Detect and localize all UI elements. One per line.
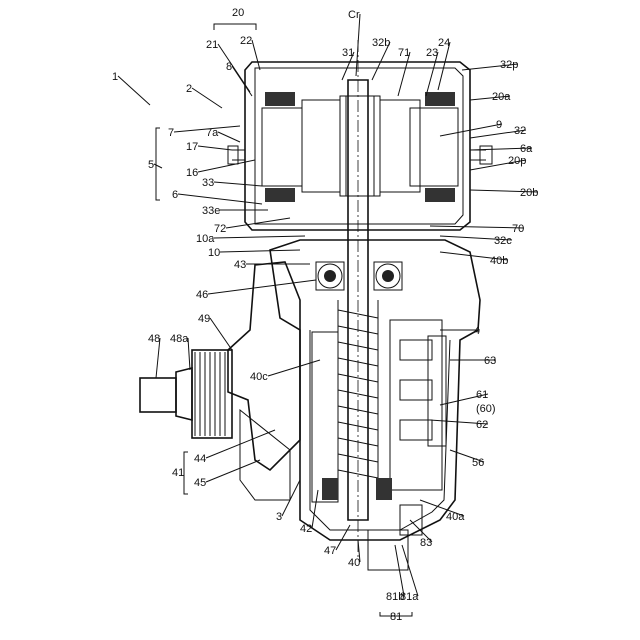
leader-line <box>218 132 240 142</box>
leader-line <box>430 226 524 228</box>
group-brace <box>214 24 256 30</box>
leader-line <box>192 88 222 108</box>
ref-label: 33e <box>202 205 220 217</box>
ref-label: 47 <box>324 545 336 557</box>
ref-label: 40 <box>348 557 360 569</box>
bottom-fitting <box>368 505 422 570</box>
leader-line <box>438 42 450 90</box>
ref-label: 72 <box>214 223 226 235</box>
ref-label: 81a <box>400 591 419 603</box>
leader-lines <box>118 14 538 616</box>
leader-line <box>210 318 232 350</box>
ref-label: 45 <box>194 477 206 489</box>
leader-line <box>214 236 305 238</box>
leader-line <box>154 164 162 168</box>
leader-line <box>206 460 260 482</box>
motor-housing <box>228 62 492 230</box>
leader-line <box>208 280 316 294</box>
ref-label: 4 <box>474 325 480 337</box>
bearing <box>316 262 402 290</box>
ref-label: 3 <box>276 511 282 523</box>
ref-label: 42 <box>300 523 312 535</box>
ref-label: 48a <box>170 333 189 345</box>
ref-label: 6 <box>172 189 178 201</box>
output-gear <box>312 332 392 502</box>
ref-label: 16 <box>186 167 198 179</box>
ref-label: 63 <box>484 355 496 367</box>
ref-label: 44 <box>194 453 206 465</box>
ref-label: 46 <box>196 289 208 301</box>
leader-line <box>336 525 350 550</box>
ref-label: 31 <box>342 47 354 59</box>
ref-label: 81 <box>390 611 402 623</box>
leader-line <box>118 76 150 105</box>
rotor <box>340 96 380 196</box>
leader-line <box>198 146 232 150</box>
ref-label: 48 <box>148 333 160 345</box>
shaft <box>348 40 368 560</box>
leader-line <box>252 40 260 70</box>
stator-core <box>262 100 458 192</box>
ref-label: Cr <box>348 9 360 21</box>
ref-label: 2 <box>186 83 192 95</box>
ref-label: 10a <box>196 233 215 245</box>
ref-label: 10 <box>208 247 220 259</box>
ref-label: 7 <box>168 127 174 139</box>
ref-label: 20b <box>520 187 538 199</box>
ref-label: 40b <box>490 255 508 267</box>
leader-line <box>220 250 300 252</box>
ref-label: 43 <box>234 259 246 271</box>
ref-label: 6a <box>520 143 533 155</box>
ref-label: 17 <box>186 141 198 153</box>
ref-label: 32c <box>494 235 512 247</box>
ref-label: 22 <box>240 35 252 47</box>
ref-label: 20 <box>232 7 244 19</box>
ref-label: 21 <box>206 39 218 51</box>
leader-line <box>312 490 318 528</box>
gear-stack <box>390 320 446 490</box>
gear-housing <box>270 240 480 540</box>
ref-label: 1 <box>112 71 118 83</box>
ref-label: 33 <box>202 177 214 189</box>
leader-line <box>232 66 252 96</box>
leader-line <box>188 338 190 370</box>
leader-line <box>282 480 300 516</box>
ref-label: 5 <box>148 159 154 171</box>
leader-line <box>198 160 255 172</box>
leader-line <box>440 124 502 136</box>
group-brace <box>184 452 188 494</box>
leader-line <box>218 44 250 92</box>
group-brace <box>156 128 160 200</box>
ref-label: 8 <box>226 61 232 73</box>
leader-line <box>450 450 484 462</box>
leader-line <box>178 194 262 204</box>
ref-label: 83 <box>420 537 432 549</box>
ref-label: 20p <box>508 155 526 167</box>
ref-label: 49 <box>198 313 210 325</box>
ref-label: (60) <box>476 403 496 415</box>
leader-line <box>226 218 290 228</box>
ref-label: 62 <box>476 419 488 431</box>
ref-label: 41 <box>172 467 184 479</box>
ref-label: 70 <box>512 223 524 235</box>
output-connector <box>140 350 232 438</box>
ref-label: 40c <box>250 371 268 383</box>
